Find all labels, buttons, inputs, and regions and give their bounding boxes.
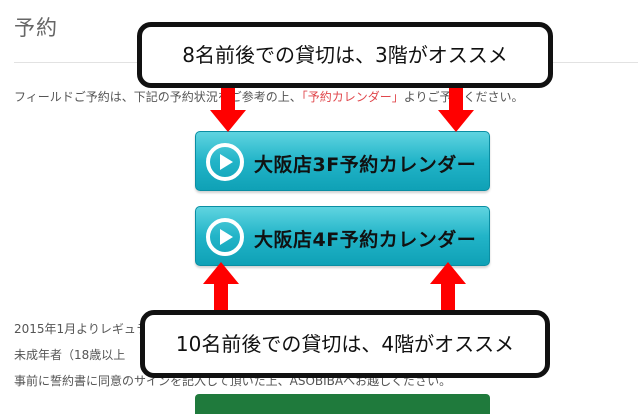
play-icon	[206, 218, 244, 256]
up-arrow-icon	[430, 262, 466, 314]
calendar-link[interactable]: 「予約カレンダー」	[301, 90, 404, 104]
callout-4f: 10名前後での貸切は、4階がオススメ	[140, 310, 550, 378]
down-arrow-icon	[438, 86, 474, 132]
intro-after: よりご予約ください。	[403, 90, 524, 104]
page-title: 予約	[14, 16, 58, 40]
green-button-partial[interactable]	[195, 394, 490, 414]
up-arrow-icon	[203, 262, 239, 314]
body-line: 未成年者（18歳以上	[14, 348, 126, 362]
intro-text: フィールドご予約は、下記の予約状況をご参考の上、「予約カレンダー」よりご予約くだ…	[14, 88, 634, 105]
button-label: 大阪店3F予約カレンダー	[254, 154, 477, 176]
intro-before: フィールドご予約は、下記の予約状況をご参考の上、	[14, 90, 302, 104]
osaka-3f-calendar-button[interactable]: 大阪店3F予約カレンダー	[195, 131, 490, 191]
body-line: 2015年1月よりレギュラ	[14, 322, 148, 336]
button-label: 大阪店4F予約カレンダー	[254, 229, 477, 251]
play-icon	[206, 143, 244, 181]
down-arrow-icon	[210, 86, 246, 132]
callout-3f: 8名前後での貸切は、3階がオススメ	[137, 22, 553, 88]
osaka-4f-calendar-button[interactable]: 大阪店4F予約カレンダー	[195, 206, 490, 266]
